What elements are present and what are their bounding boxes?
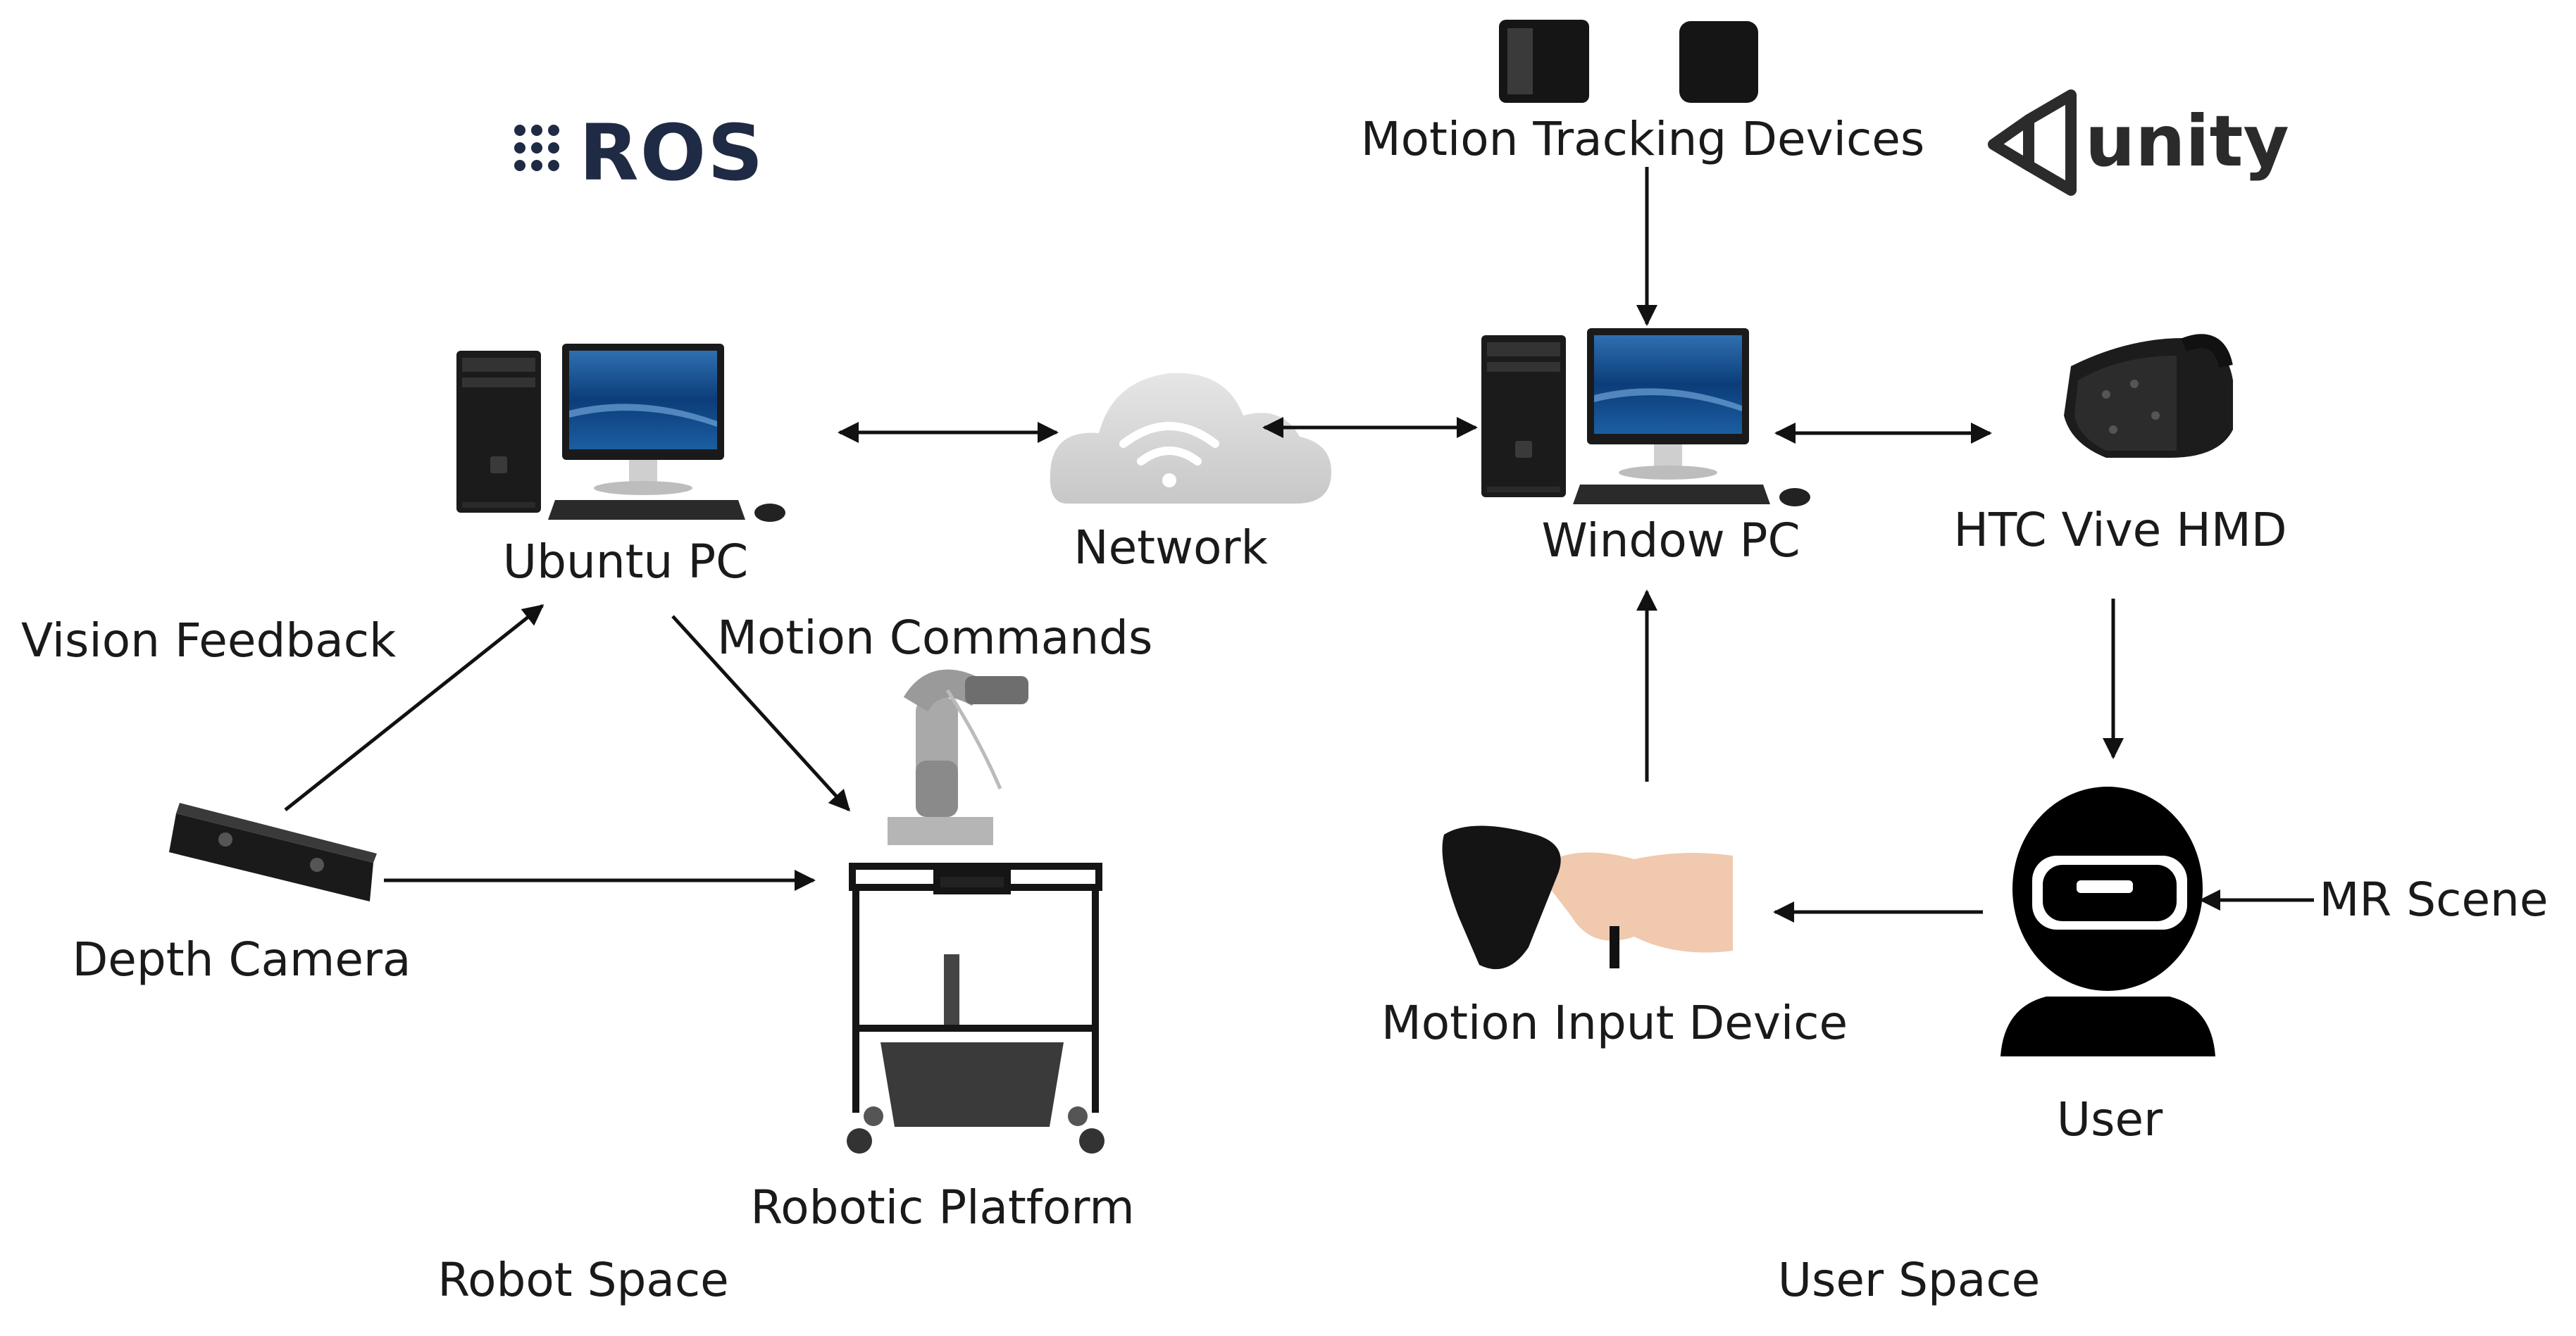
arrow-motion-commands bbox=[671, 615, 851, 812]
motion-tracking-devices-image bbox=[1499, 20, 1758, 103]
motion-commands-label: Motion Commands bbox=[717, 611, 1152, 665]
robotic-platform-label: Robotic Platform bbox=[750, 1180, 1134, 1235]
network-cloud-icon bbox=[1050, 373, 1331, 504]
depth-camera-icon bbox=[169, 803, 377, 901]
network-label: Network bbox=[1074, 520, 1268, 575]
arrow-vision-feedback bbox=[284, 604, 545, 811]
ros-logo: ROS bbox=[514, 108, 764, 198]
window-pc-label: Window PC bbox=[1541, 513, 1800, 568]
user-space-label: User Space bbox=[1778, 1253, 2041, 1307]
unity-logo-text: unity bbox=[2085, 100, 2289, 182]
robotic-platform-image bbox=[847, 669, 1105, 1154]
unity-cube-icon bbox=[1988, 89, 2077, 196]
depth-camera-label: Depth Camera bbox=[72, 932, 411, 987]
user-label: User bbox=[2057, 1092, 2163, 1147]
trolley-icon bbox=[849, 863, 1102, 1113]
unity-logo: unity bbox=[1988, 89, 2289, 196]
user-vr-avatar-icon bbox=[2001, 787, 2215, 1056]
htc-vive-label: HTC Vive HMD bbox=[1953, 503, 2286, 557]
robot-space-label: Robot Space bbox=[437, 1253, 729, 1307]
wheel-icon bbox=[864, 1106, 883, 1126]
ubuntu-pc-label: Ubuntu PC bbox=[503, 535, 748, 589]
mr-scene-label: MR Scene bbox=[2319, 873, 2548, 927]
wheel-icon bbox=[1079, 1128, 1105, 1154]
motion-input-label: Motion Input Device bbox=[1381, 996, 1848, 1050]
vision-feedback-label: Vision Feedback bbox=[21, 613, 397, 668]
wheel-icon bbox=[847, 1128, 872, 1154]
robot-arm-icon bbox=[888, 669, 1028, 845]
wheel-icon bbox=[1068, 1106, 1088, 1126]
ros-dots-icon bbox=[514, 125, 559, 171]
htc-vive-headset-icon bbox=[2064, 334, 2233, 458]
motion-input-device-image bbox=[1442, 825, 1733, 970]
base-station-icon bbox=[1679, 21, 1758, 103]
motion-tracking-label: Motion Tracking Devices bbox=[1361, 112, 1925, 166]
window-pc-icon bbox=[1481, 328, 1810, 506]
vive-controller-icon bbox=[1442, 825, 1561, 970]
ubuntu-pc-icon bbox=[456, 344, 785, 522]
ros-logo-text: ROS bbox=[579, 108, 764, 198]
